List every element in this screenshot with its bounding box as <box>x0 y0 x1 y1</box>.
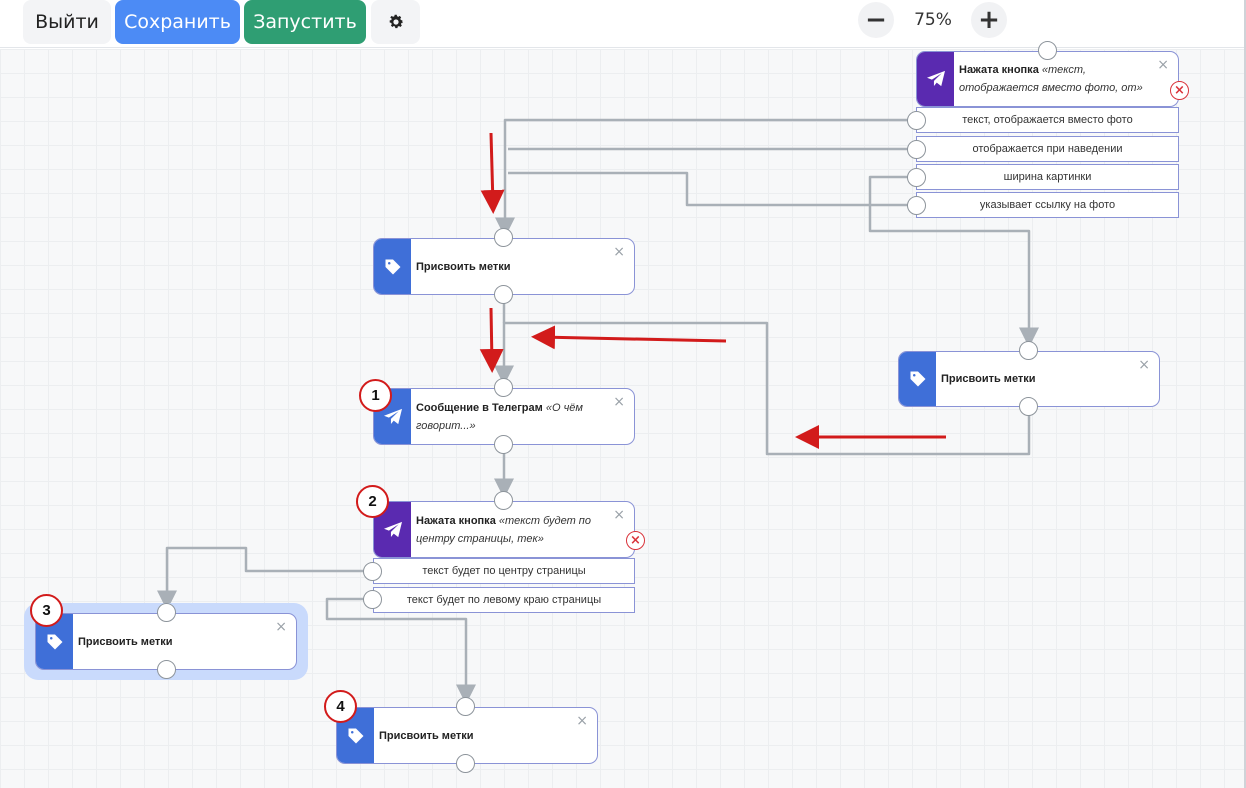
error-icon[interactable]: × <box>1170 81 1189 100</box>
zoom-level: 75% <box>914 10 952 30</box>
node-title-text: Присвоить метки <box>941 373 1036 385</box>
zoom-out-button[interactable]: − <box>858 2 894 38</box>
option-item[interactable]: указывает ссылку на фото <box>916 192 1179 218</box>
output-port[interactable] <box>363 590 382 609</box>
node-title: Присвоить метки <box>379 708 575 763</box>
output-port[interactable] <box>907 196 926 215</box>
option-item[interactable]: текст будет по левому краю страницы <box>373 587 635 613</box>
run-button[interactable]: Запустить <box>244 0 366 44</box>
node-subtitle-text: «текст, отображается вместо фото, от» <box>959 64 1143 94</box>
annotation-badge-4: 4 <box>324 690 357 723</box>
wire-option3 <box>868 175 1039 348</box>
node-title-text: Сообщение в Телеграм <box>416 401 543 414</box>
input-port[interactable] <box>456 697 475 716</box>
output-port[interactable] <box>907 140 926 159</box>
close-icon[interactable]: × <box>1157 57 1169 73</box>
node-subtitle-text: «О чём говорит...» <box>416 401 583 432</box>
node-title-text: Присвоить метки <box>379 729 474 742</box>
node-title: Присвоить метки <box>78 614 274 669</box>
close-icon[interactable]: × <box>613 244 625 260</box>
node-title: Присвоить метки <box>941 352 1137 406</box>
node-title-text: Нажата кнопка <box>959 64 1039 76</box>
gear-icon <box>389 14 403 29</box>
output-port[interactable] <box>907 168 926 187</box>
annotation-badge-1: 1 <box>359 379 392 412</box>
right-border <box>1244 0 1246 788</box>
annotation-badge-3: 3 <box>30 594 63 627</box>
close-icon[interactable]: × <box>275 619 287 635</box>
wire-option1-to-tags-upper <box>495 118 916 238</box>
option-item[interactable]: ширина картинки <box>916 164 1179 190</box>
exit-button[interactable]: Выйти <box>23 0 111 44</box>
annotation-arrow-1 <box>480 132 505 214</box>
output-port[interactable] <box>907 111 926 130</box>
input-port[interactable] <box>157 603 176 622</box>
option-item[interactable]: отображается при наведении <box>916 136 1179 162</box>
toolbar: Выйти Сохранить Запустить − 75% + <box>0 0 1246 48</box>
wire-b2opt1-to-tags-left <box>157 546 372 611</box>
input-port[interactable] <box>1019 341 1038 360</box>
node-title: Нажата кнопка «текст, отображается вмест… <box>959 52 1156 106</box>
option-item[interactable]: текст будет по центру страницы <box>373 558 635 584</box>
annotation-badge-2: 2 <box>356 485 389 518</box>
close-icon[interactable]: × <box>613 394 625 410</box>
node-title: Сообщение в Телеграм «О чём говорит...» <box>416 389 612 444</box>
node-subtitle-text: «текст будет по центру страницы, тек» <box>416 514 591 545</box>
option-item[interactable]: текст, отображается вместо фото <box>916 107 1179 133</box>
settings-button[interactable] <box>371 0 420 44</box>
annotation-arrow-2 <box>479 307 504 373</box>
save-button[interactable]: Сохранить <box>115 0 240 44</box>
node-title: Нажата кнопка «текст будет по центру стр… <box>416 502 612 557</box>
tag-icon <box>374 239 411 294</box>
wire-tags-right-to-msg <box>494 321 1031 456</box>
node-title-text: Нажата кнопка <box>416 514 496 527</box>
wire-option4 <box>508 171 916 207</box>
tag-icon <box>899 352 936 406</box>
input-port[interactable] <box>494 491 513 510</box>
zoom-in-button[interactable]: + <box>971 2 1007 38</box>
output-port[interactable] <box>363 562 382 581</box>
node-title-text: Присвоить метки <box>416 260 511 273</box>
annotation-arrow-3 <box>531 325 727 350</box>
output-port[interactable] <box>494 285 513 304</box>
input-port[interactable] <box>1038 41 1057 60</box>
close-icon[interactable]: × <box>613 507 625 523</box>
output-port[interactable] <box>456 754 475 773</box>
input-port[interactable] <box>494 378 513 397</box>
output-port[interactable] <box>494 435 513 454</box>
output-port[interactable] <box>1019 397 1038 416</box>
output-port[interactable] <box>157 660 176 679</box>
close-icon[interactable]: × <box>576 713 588 729</box>
input-port[interactable] <box>494 228 513 247</box>
wire-b2opt2-to-tags-bottom <box>325 597 476 705</box>
node-title-text: Присвоить метки <box>78 635 173 648</box>
node-button-pressed-top[interactable]: Нажата кнопка «текст, отображается вмест… <box>916 51 1179 107</box>
close-icon[interactable]: × <box>1138 357 1150 373</box>
node-title: Присвоить метки <box>416 239 612 294</box>
error-icon[interactable]: × <box>626 531 645 550</box>
telegram-icon <box>917 52 954 106</box>
